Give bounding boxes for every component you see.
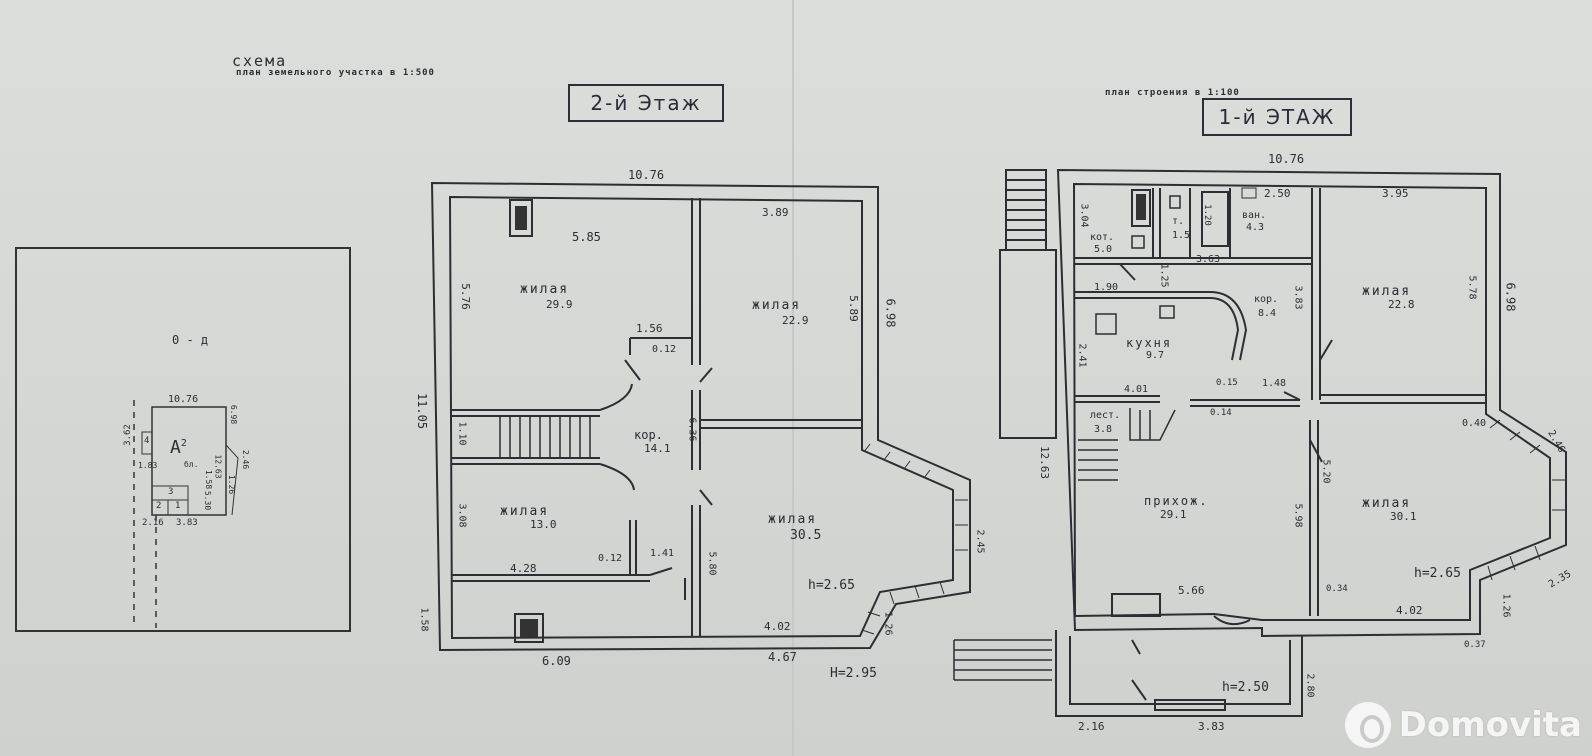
site-dim-bottom2: 3.83 (176, 518, 198, 528)
f1-dim: 0.14 (1210, 408, 1232, 418)
f2-room-area: 22.9 (782, 314, 809, 327)
f2-room-area: 30.5 (790, 528, 822, 543)
f2-room-name: жилая (520, 282, 570, 297)
f1-dim-bottom2: 3.83 (1198, 720, 1225, 733)
site-label: 0 - д (172, 333, 209, 347)
domovita-brand: Domovita (1398, 705, 1582, 745)
f1-dim: 0.40 (1462, 418, 1487, 429)
f1-dim-right: 6.98 (1503, 282, 1518, 312)
f1-room-area: 4.3 (1246, 222, 1265, 233)
floor2-stamp: 2-й Этаж (568, 84, 724, 122)
site-box-3: 3 (168, 487, 174, 497)
f1-dim-left: 12.63 (1038, 445, 1052, 480)
f2-room-area: 13.0 (530, 518, 557, 531)
f1-room-area: 8.4 (1258, 308, 1277, 319)
f1-room-area: 30.1 (1390, 510, 1417, 523)
f1-dim: 1.90 (1094, 282, 1119, 293)
f1-dim: h=2.65 (1414, 566, 1461, 581)
f2-room-name: жилая (768, 512, 818, 527)
f1-room-area: 5.0 (1094, 244, 1113, 255)
f1-dim-bottom1: 2.16 (1078, 720, 1105, 733)
f1-dim: 2.50 (1264, 187, 1291, 200)
f2-dim: 4.02 (764, 620, 791, 633)
f1-room-area: 3.8 (1094, 424, 1113, 435)
f1-dim: 1.48 (1262, 378, 1287, 389)
f1-room-name: жилая (1362, 284, 1412, 299)
f2-dim: 3.89 (762, 206, 789, 219)
f1-dim: 3.04 (1078, 203, 1090, 228)
f2-dim: h=2.65 (808, 578, 855, 593)
f1-room-name: кухня (1126, 336, 1173, 350)
domovita-logo-icon (1344, 702, 1391, 748)
f1-room-area: 22.8 (1388, 298, 1415, 311)
f1-dim: 3.83 (1292, 285, 1304, 310)
f1-dim: 5.78 (1466, 275, 1478, 300)
f2-dim: 0.12 (652, 344, 677, 355)
f1-dim: 5.20 (1320, 459, 1332, 484)
f2-height: Н=2.95 (830, 666, 877, 681)
f2-room-name: жилая (500, 504, 550, 519)
f1-room-name: жилая (1362, 496, 1412, 511)
f2-room-name: жилая (752, 298, 802, 313)
site-letter-main: А (170, 437, 181, 458)
site-box-4: 4 (144, 436, 150, 446)
site-dim-left2: 1.83 (138, 461, 158, 470)
f1-dim: 1.26 (1500, 593, 1512, 618)
domovita-watermark: Domovita (1344, 702, 1582, 748)
f1-dim-top: 10.76 (1268, 152, 1305, 166)
f1-room-name: ван. (1242, 210, 1267, 221)
floor1-stamp-text: 1-й ЭТАЖ (1218, 105, 1336, 129)
f2-dim: 4.28 (510, 562, 537, 575)
site-letter-sub: бл. (184, 460, 199, 469)
floor1-stamp: 1-й ЭТАЖ (1202, 98, 1352, 136)
f1-room-area: 9.7 (1146, 350, 1165, 361)
floor2-stamp-text: 2-й Этаж (590, 91, 702, 115)
f1-dim: 2.41 (1076, 343, 1088, 368)
f1-dim: 5.66 (1178, 584, 1205, 597)
site-box-2: 2 (156, 501, 162, 511)
f2-dim-top: 10.76 (628, 168, 665, 182)
f2-room-name: кор. (634, 428, 663, 442)
plan-subtitle: план строения в 1:100 (1105, 88, 1240, 98)
f1-height: h=2.50 (1222, 680, 1269, 695)
scheme-title: схема (232, 52, 288, 70)
f1-dim: 1.20 (1201, 204, 1212, 226)
site-dim-bottom1: 2.16 (142, 518, 164, 528)
f1-dim: 4.01 (1124, 384, 1149, 395)
f1-room-name: прихож. (1144, 494, 1209, 508)
f1-dim: 3.95 (1382, 187, 1409, 200)
f2-dim: 1.41 (650, 548, 675, 559)
paper-fold (792, 0, 794, 756)
f2-room-area: 14.1 (644, 442, 671, 455)
f1-room-area: 29.1 (1160, 508, 1187, 521)
f1-dim: 0.37 (1464, 640, 1486, 650)
f1-dim: 2.80 (1304, 673, 1316, 698)
f1-room-name: т. (1172, 216, 1185, 227)
site-letter-sup: 2 (180, 438, 187, 449)
f1-dim: 0.15 (1216, 378, 1238, 388)
f1-dim: 3.63 (1196, 254, 1221, 265)
f1-room-name: кор. (1254, 294, 1279, 305)
f2-room-area: 29.9 (546, 298, 573, 311)
f2-dim: 1.56 (636, 322, 663, 335)
f2-dim-bottom1: 6.09 (542, 654, 571, 668)
site-letter: А2 (170, 437, 187, 458)
site-box-1: 1 (175, 501, 181, 511)
f2-dim-bottom2: 4.67 (768, 650, 797, 664)
f1-dim: 1.25 (1158, 263, 1170, 288)
f1-dim: 5.98 (1292, 503, 1304, 528)
f1-room-area: 1.5 (1172, 230, 1191, 241)
f2-dim: 0.12 (598, 553, 623, 564)
f1-dim: 0.34 (1326, 584, 1348, 594)
f1-dim: 4.02 (1396, 604, 1423, 617)
f2-dim: 5.85 (572, 230, 601, 244)
f1-room-name: кот. (1090, 232, 1115, 243)
f1-room-name: лест. (1090, 410, 1121, 421)
site-dim-top: 10.76 (168, 394, 199, 405)
scheme-subtitle: план земельного участка в 1:500 (236, 68, 435, 78)
